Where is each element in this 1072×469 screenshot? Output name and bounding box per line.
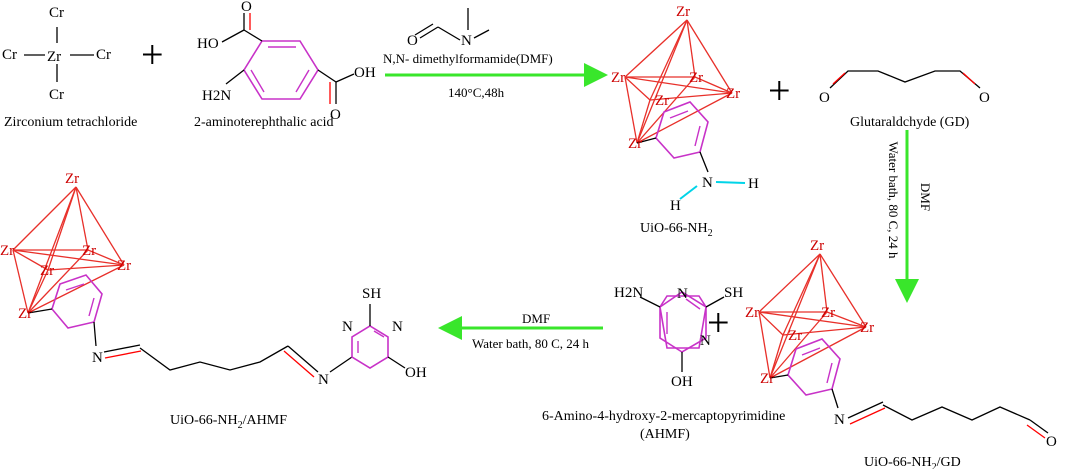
- ahmf-caption-line2: (AHMF): [640, 427, 690, 442]
- cluster-zr-right: Zr: [726, 86, 740, 102]
- aminoterephthalic-acid-structure: O HO H2N OH O: [197, 0, 376, 123]
- amine-label: H2N: [202, 88, 231, 104]
- ligand-left-label: Cr: [2, 47, 17, 63]
- uio66-nh2-gd-structure: Zr Zr Zr Zr Zr Zr N O: [745, 238, 1057, 450]
- ahmf-amine-label: H2N: [614, 285, 643, 301]
- ahmf-cluster-zr-top: Zr: [65, 171, 79, 187]
- uio66-nh2-ahmf-caption: UiO-66-NH2/AHMF: [170, 413, 287, 431]
- ahmf-product-thiol-label: SH: [362, 286, 381, 302]
- gd-aldehyde-oxygen-label: O: [1046, 434, 1057, 450]
- step2-condition-line1: DMF: [918, 183, 933, 211]
- step3-condition-line2: Water bath, 80 C, 24 h: [472, 336, 590, 351]
- central-zr-label: Zr: [47, 49, 61, 65]
- plus-sign-2: +: [768, 68, 791, 113]
- ahmf-cluster-zr-center: Zr: [40, 263, 54, 279]
- ahmf-cluster-zr-bottom: Zr: [18, 306, 32, 322]
- gd-cluster-zr-middle: Zr: [821, 305, 835, 321]
- glutaraldehyde-caption: Glutaraldchyde (GD): [850, 115, 970, 130]
- gd-cluster-zr-right: Zr: [860, 320, 874, 336]
- cluster-zr-middle: Zr: [689, 70, 703, 86]
- ahmf-hydroxyl-label: OH: [671, 374, 693, 390]
- plus-sign-1: +: [141, 32, 164, 77]
- uio66-nh2-caption: UiO-66-NH2: [640, 221, 713, 239]
- step1-condition-line2: 140°C,48h: [448, 85, 505, 100]
- uio66-nh2-structure: Zr Zr Zr Zr Zr Zr N H H: [611, 4, 759, 214]
- cluster-zr-center: Zr: [655, 93, 669, 109]
- ligand-bottom-label: Cr: [49, 87, 64, 103]
- dmf-structure: O N: [407, 8, 490, 49]
- gd-oxygen-right-label: O: [979, 90, 990, 106]
- carbonyl-o-bottom-label: O: [330, 107, 341, 123]
- glutaraldehyde-structure: O O: [819, 70, 990, 106]
- step2-condition-line2: Water bath, 80 C, 24 h: [886, 141, 901, 259]
- gd-cluster-zr-bottom: Zr: [760, 371, 774, 387]
- hydroxyl-left-label: HO: [197, 36, 219, 52]
- gd-cluster-zr-top: Zr: [810, 238, 824, 254]
- ahmf-ring-n2-label: N: [700, 333, 711, 349]
- gd-imine-nitrogen-label: N: [834, 412, 845, 428]
- ahmf-caption-line1: 6-Amino-4-hydroxy-2-mercaptopyrimidine: [542, 409, 785, 424]
- ahmf-product-ring-n1-label: N: [342, 319, 353, 335]
- amine-hydrogen-1-label: H: [670, 198, 681, 214]
- zirconium-tetrachloride-caption: Zirconium tetrachloride: [4, 115, 137, 130]
- cluster-zr-bottom: Zr: [628, 136, 642, 152]
- cluster-zr-left: Zr: [611, 70, 625, 86]
- amine-nitrogen-label: N: [702, 175, 713, 191]
- ligand-right-label: Cr: [96, 47, 111, 63]
- zirconium-tetrachloride-structure: Cr Cr Zr Cr Cr: [2, 5, 111, 103]
- dmf-nitrogen-label: N: [461, 33, 472, 49]
- ahmf-product-imine-n1-label: N: [92, 350, 103, 366]
- carbonyl-o-top-label: O: [241, 0, 252, 15]
- step3-condition-line1: DMF: [522, 311, 550, 326]
- ahmf-product-hydroxyl-label: OH: [405, 365, 427, 381]
- ahmf-structure: H2N N SH N OH: [614, 285, 743, 390]
- gd-oxygen-left-label: O: [819, 90, 830, 106]
- ahmf-thiol-label: SH: [724, 285, 743, 301]
- amine-hydrogen-2-label: H: [748, 176, 759, 192]
- uio66-nh2-ahmf-structure: Zr Zr Zr Zr Zr Zr N N N N SH OH: [0, 171, 427, 388]
- ahmf-cluster-zr-middle: Zr: [82, 243, 96, 259]
- gd-cluster-zr-center: Zr: [788, 328, 802, 344]
- step1-condition-line1: N,N- dimethylformamide(DMF): [383, 51, 553, 66]
- uio66-nh2-gd-caption: UiO-66-NH2/GD: [864, 455, 961, 469]
- ahmf-product-ring-n2-label: N: [392, 319, 403, 335]
- cluster-zr-top: Zr: [676, 4, 690, 20]
- hydroxyl-right-label: OH: [354, 65, 376, 81]
- aminoterephthalic-acid-caption: 2-aminoterephthalic acid: [194, 115, 334, 130]
- ligand-top-label: Cr: [49, 5, 64, 21]
- gd-cluster-zr-left: Zr: [745, 305, 759, 321]
- plus-sign-3: +: [707, 300, 730, 345]
- dmf-oxygen-label: O: [407, 33, 418, 49]
- ahmf-ring-n1-label: N: [677, 286, 688, 302]
- ahmf-cluster-zr-left: Zr: [0, 243, 14, 259]
- ahmf-product-imine-n2-label: N: [318, 372, 329, 388]
- ahmf-cluster-zr-right: Zr: [117, 258, 131, 274]
